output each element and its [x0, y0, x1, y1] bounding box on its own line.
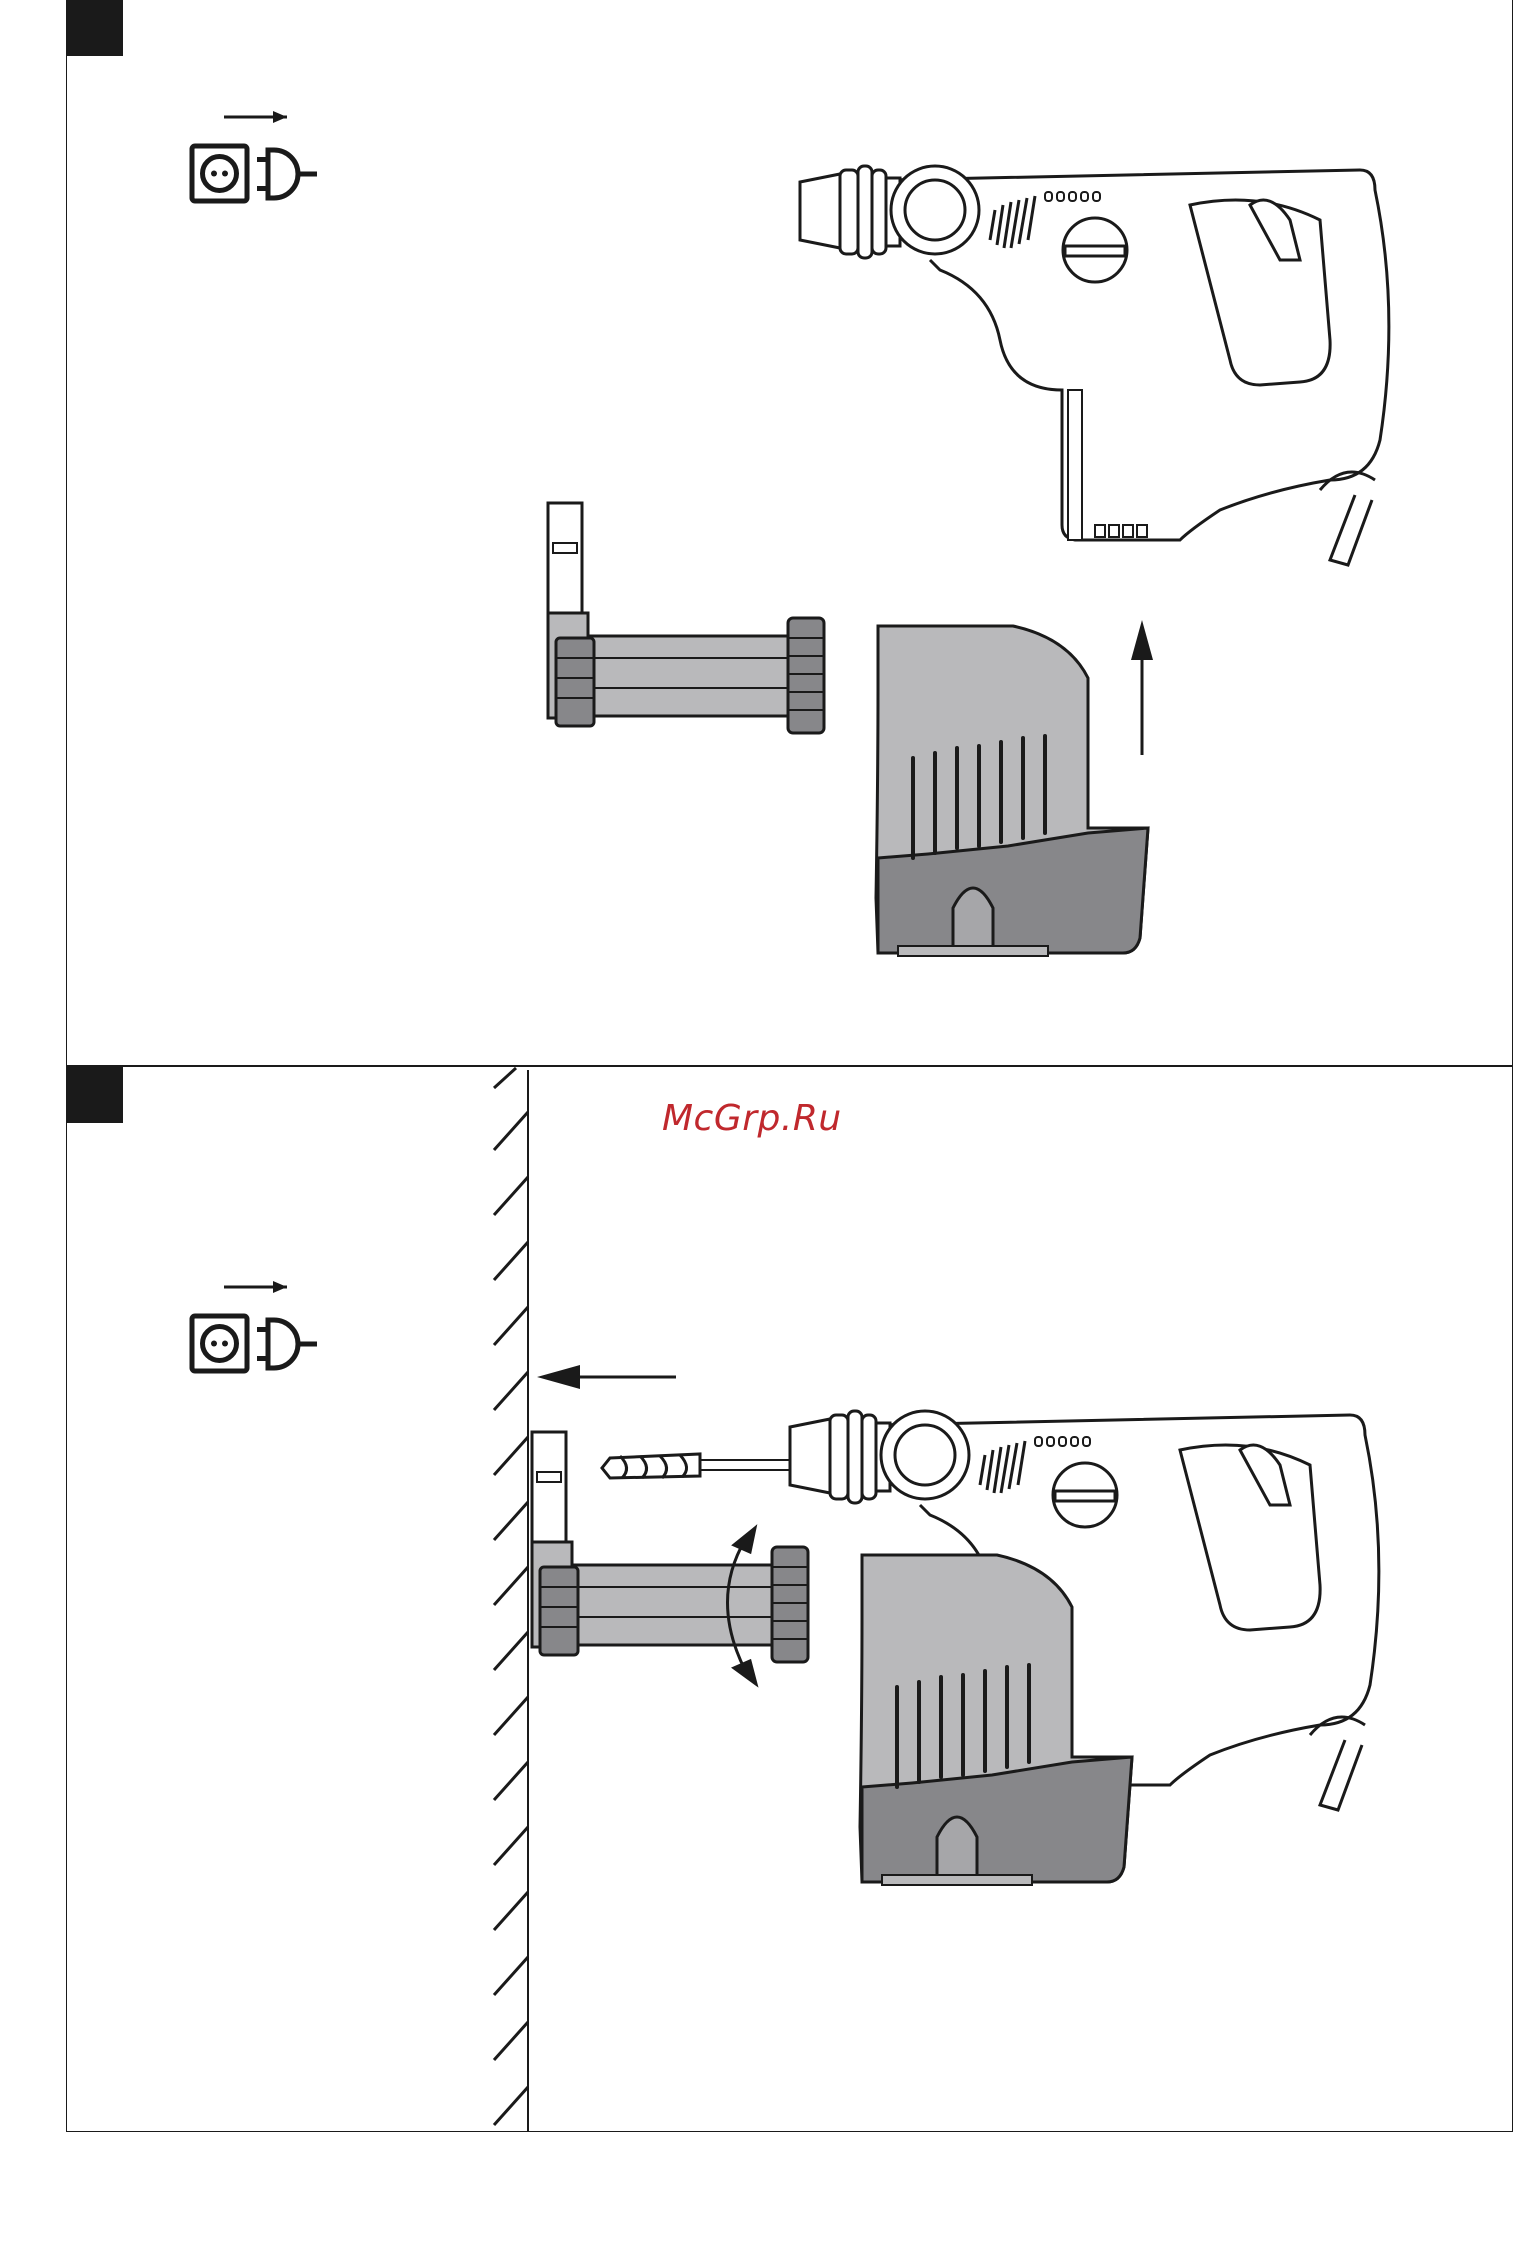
push-arrow-icon [537, 1365, 676, 1389]
drill-bit [602, 1454, 790, 1478]
unplug-icon [192, 1281, 317, 1371]
wall-hatching [494, 1068, 528, 2132]
hammer-drill [800, 166, 1389, 565]
watermark-text: McGrp.Ru [662, 1098, 842, 1139]
lift-arrow-icon [1131, 620, 1153, 755]
dust-removal-module [548, 503, 1148, 956]
unplug-icon [192, 111, 317, 201]
